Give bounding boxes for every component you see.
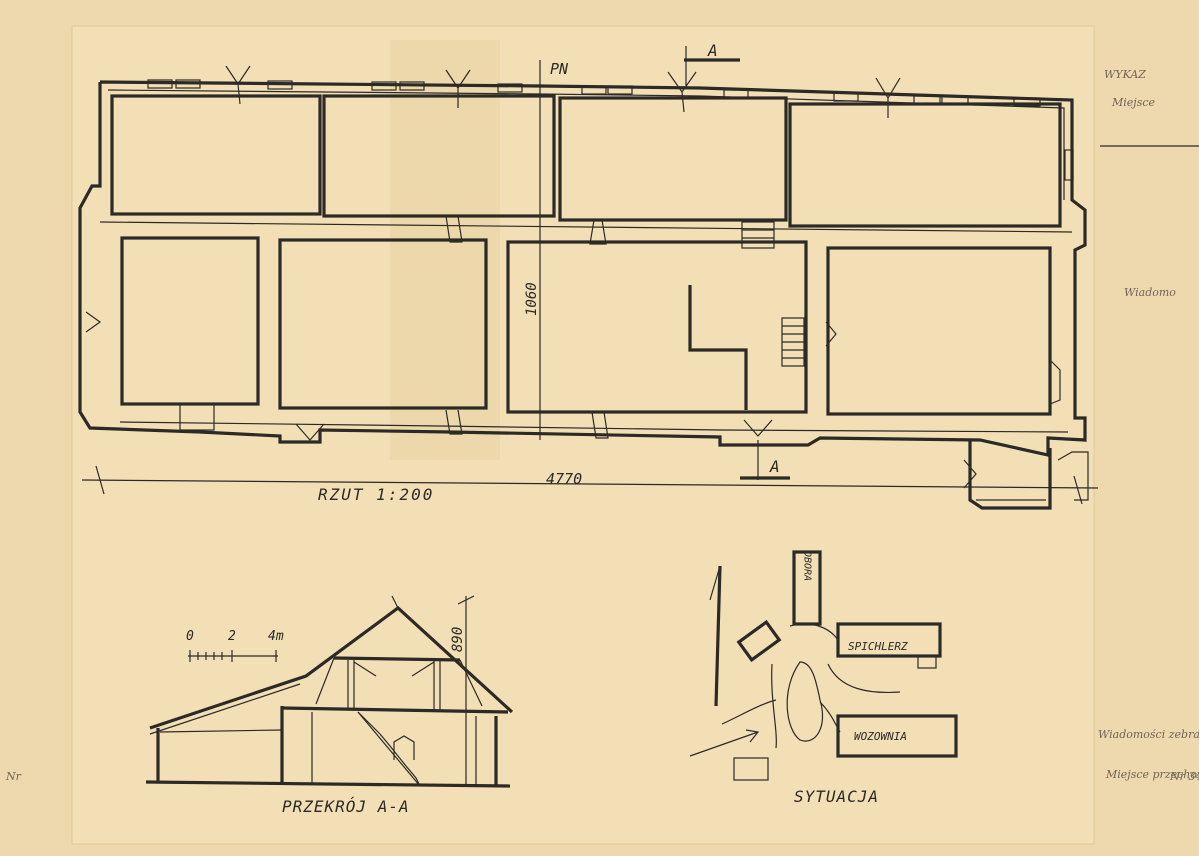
site-building-house (736, 619, 782, 663)
site-building-wozownia (836, 714, 958, 758)
corridor-line (99, 221, 1073, 233)
room (322, 94, 556, 218)
site-road (819, 701, 841, 733)
width-dimension-line (81, 479, 1099, 489)
north-label: PN (550, 60, 569, 78)
plan-title: RZUT 1:200 (318, 485, 434, 504)
site-access-arrow (689, 731, 759, 757)
room (826, 246, 1052, 416)
annex-edge (1057, 451, 1089, 501)
scale-label-0: 0 (186, 629, 194, 644)
site-road (827, 663, 901, 694)
depth-dimension: 1060 (524, 282, 540, 316)
site-plan: OBORA SPICHLERZ WOZOWNIA SYTUACJA (689, 550, 958, 806)
section-title: PRZEKRÓJ A-A (282, 797, 410, 816)
plan-rear-wall-inner-line (119, 421, 1069, 433)
scan-shading (390, 40, 500, 460)
room (558, 96, 788, 222)
site-label-wozownia: WOZOWNIA (854, 730, 907, 743)
edge-text-miejsce: Miejsce (1111, 96, 1156, 109)
section-floor (281, 706, 509, 714)
collar-beam (333, 656, 461, 662)
edge-text-wykaz: WYKAZ (1104, 68, 1146, 81)
edge-text-wiadomo: Wiadomo (1124, 286, 1176, 299)
floor-plan: A A PN 1060 4770 RZUT 1:200 (78, 41, 1099, 510)
section-marker-bottom: A (769, 457, 780, 476)
form-edge-text: WYKAZ Miejsce Wiadomo Wiadomości zebrał … (5, 68, 1199, 783)
site-road (789, 623, 839, 641)
plan-doors (445, 215, 1061, 439)
room (278, 238, 488, 410)
plan-outer-wall (78, 80, 1087, 457)
site-road (721, 699, 777, 725)
section-height-dim: 890 (450, 627, 466, 652)
site-title: SYTUACJA (794, 787, 879, 806)
site-road (771, 663, 777, 749)
site-north-arrow (714, 565, 722, 707)
room (110, 94, 322, 216)
site-label-spichlerz: SPICHLERZ (848, 640, 908, 653)
plan-windows (147, 79, 1074, 431)
plan-window-swings (85, 65, 977, 489)
width-dimension: 4770 (546, 470, 582, 488)
edge-text-nr-left: Nr (5, 770, 22, 783)
scale-bar: 0 2 4m (186, 629, 284, 662)
site-label-obora: OBORA (802, 551, 813, 581)
section-drawing: 0 2 4m 890 PR (145, 595, 514, 816)
section-ground (145, 780, 511, 788)
section-marker-top: A (707, 41, 718, 60)
plan-outer-wall-inner-line (107, 89, 1065, 200)
edge-text-miejsce-przechow: Miejsce przechow (1105, 768, 1199, 781)
edge-text-wiadomosci-zebral: Wiadomości zebrał (1098, 728, 1199, 741)
edge-text-nr-right: Nr 34 (1169, 770, 1199, 783)
section-line-a-a: A A (684, 41, 790, 480)
room (506, 240, 808, 414)
partition-wall (688, 285, 748, 410)
scale-label-4m: 4m (268, 629, 284, 644)
staircase (741, 221, 805, 367)
site-building-small (733, 757, 769, 781)
scale-label-2: 2 (228, 629, 236, 644)
site-pond (786, 661, 824, 742)
